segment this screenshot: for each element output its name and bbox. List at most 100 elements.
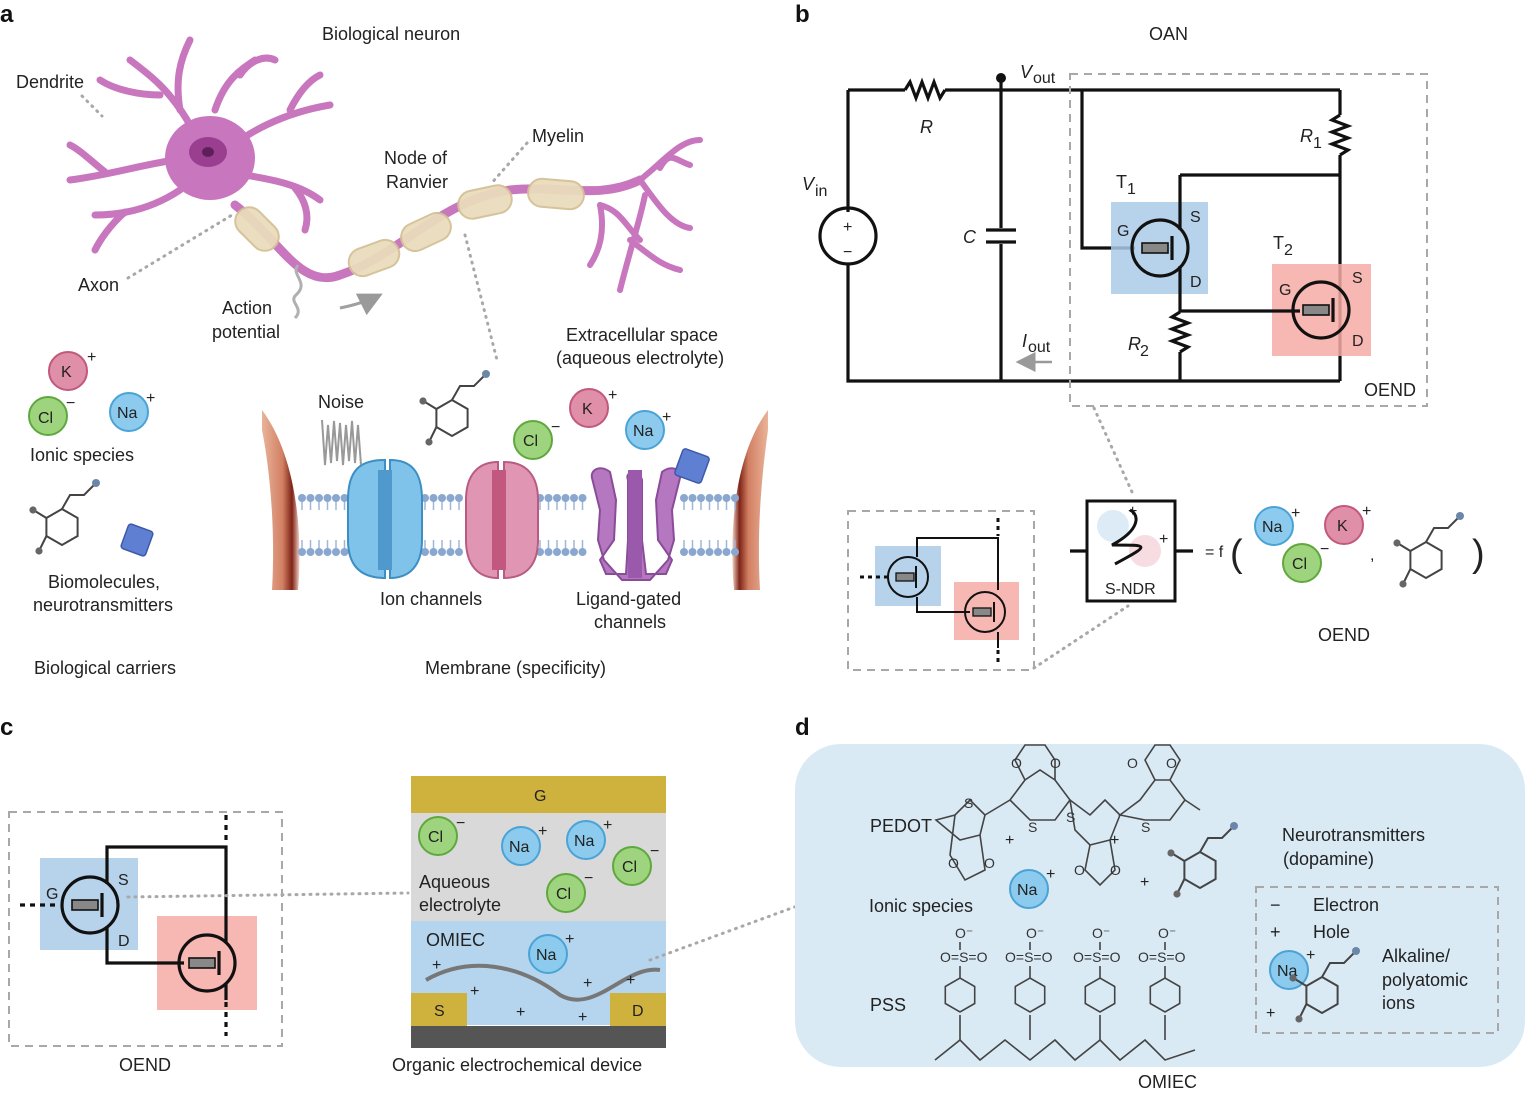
pss-structure	[934, 942, 1196, 1062]
device-label: Organic electrochemical device	[392, 1055, 642, 1075]
ion-cl-circle	[546, 873, 586, 913]
ion-na-circle	[566, 820, 606, 860]
ion-na-circle	[528, 934, 568, 974]
lipid-head	[680, 494, 688, 502]
pss-benzene-ring	[1084, 977, 1116, 1013]
lipid-head	[298, 494, 306, 502]
action-potential-line2: potential	[212, 322, 280, 342]
drain-label: D	[632, 1003, 644, 1020]
lipid-head	[697, 548, 705, 556]
pss-sulfonate: O=S=O	[1073, 949, 1121, 965]
dopamine-plus: +	[1140, 874, 1149, 891]
lipid-head	[298, 548, 306, 556]
ion-na-charge: +	[1306, 947, 1315, 964]
ion-na-charge: +	[565, 931, 574, 948]
hole-marker: +	[583, 975, 592, 992]
lipid-head	[553, 494, 561, 502]
oecd-cross-section: + + + + + + Cl− Na+ Na+ Cl− Cl− Na+	[411, 776, 666, 1048]
ion-cl-circle	[513, 420, 553, 460]
ion-k-circle	[1324, 505, 1364, 545]
lipid-head	[570, 494, 578, 502]
ion-k-charge: +	[87, 349, 96, 366]
pss-benzene-ring	[1014, 977, 1046, 1013]
r2-label: R	[1128, 334, 1141, 354]
lipid-head	[455, 494, 463, 502]
t1-gate: G	[1117, 223, 1129, 240]
ion-na-text: Na	[574, 833, 595, 850]
panel-letter-b: b	[795, 1, 810, 28]
capacitor-c	[986, 228, 1016, 244]
lipid-head	[714, 548, 722, 556]
pss-label: PSS	[870, 995, 906, 1015]
sndr-block: + +	[1070, 499, 1193, 603]
ion-cl-text: Cl	[1292, 556, 1307, 573]
ion-na-membrane: Na +	[625, 409, 671, 450]
biomolecules-line2: neurotransmitters	[33, 595, 173, 615]
ligand-gated-line2: channels	[594, 612, 666, 632]
oan-title: OAN	[1149, 24, 1188, 44]
ion-na-text: Na	[1017, 882, 1038, 899]
t2-subscript: 2	[1284, 242, 1293, 259]
pss-o-minus: O⁻	[1158, 925, 1176, 941]
legend-electron-label: Electron	[1313, 895, 1379, 915]
oend-bottom-label: OEND	[1318, 625, 1370, 645]
oend-inset-c	[8, 811, 283, 1047]
aqueous-line2: electrolyte	[419, 895, 501, 915]
ion-cl-text: Cl	[556, 886, 571, 903]
ion-cl-c3: Cl−	[546, 870, 593, 913]
ion-na-charge: +	[662, 409, 671, 426]
lipid-head	[323, 494, 332, 502]
iout-subscript: out	[1028, 339, 1051, 356]
neurotransmitters-line1: Neurotransmitters	[1282, 825, 1425, 845]
lipid-head	[731, 548, 739, 556]
lipid-head	[421, 548, 429, 556]
pss-o-minus: O⁻	[1092, 925, 1110, 941]
ion-k-text: K	[61, 364, 72, 381]
pss-benzene-ring	[1149, 977, 1181, 1013]
omiec-background	[795, 744, 1525, 1067]
oan-circuit: + −	[818, 73, 1428, 407]
lipid-head	[553, 548, 561, 556]
extracellular-line1: Extracellular space	[566, 325, 718, 345]
ion-k-a: K +	[48, 349, 96, 391]
ion-na-text: Na	[509, 839, 530, 856]
ion-k-text: K	[1337, 518, 1348, 535]
ion-cl-charge: −	[66, 395, 75, 412]
legend-hole-symbol: +	[1270, 922, 1281, 942]
lipid-head	[578, 548, 587, 556]
t1-label: T	[1116, 172, 1127, 192]
panel-c: G S D OEND + + + + + + Cl− Na+ Na+ Cl	[8, 776, 802, 1075]
noise-label: Noise	[318, 392, 364, 412]
membrane-illustration: Noise Cl − K + Na +	[262, 369, 768, 590]
hole-marker: +	[432, 957, 441, 974]
ion-cl-eq: Cl −	[1282, 541, 1329, 583]
legend-alkaline-line2: polyatomic	[1382, 970, 1468, 990]
ion-channel-blue	[347, 458, 423, 580]
ion-k-circle	[569, 388, 609, 428]
dopamine-molecule-membrane	[418, 369, 491, 447]
ligand-gated-channel	[590, 467, 682, 581]
ion-na-charge: +	[603, 817, 612, 834]
ion-na-text: Na	[536, 947, 557, 964]
lipid-head	[332, 548, 340, 556]
biological-carriers-label: Biological carriers	[34, 658, 176, 678]
lipid-head	[705, 494, 714, 502]
ion-na-circle	[501, 826, 541, 866]
vsource-plus: +	[843, 219, 852, 236]
vout-subscript: out	[1033, 70, 1056, 87]
vsource-minus: −	[843, 244, 852, 261]
legend-electron-symbol: −	[1270, 895, 1281, 915]
lipid-head	[332, 494, 340, 502]
pedot-o-atom: O	[1166, 755, 1177, 771]
panel-letter-c: c	[0, 714, 13, 741]
ion-cl-circle	[612, 846, 652, 886]
lipid-head	[578, 494, 587, 502]
legend-dopamine-plus: +	[1266, 1005, 1275, 1022]
ion-cl-text: Cl	[38, 410, 53, 427]
ion-na-legend: Na+	[1269, 947, 1315, 990]
gate-label: G	[534, 788, 546, 805]
pss-o-minus: O⁻	[1026, 925, 1044, 941]
ion-k-charge: +	[1362, 503, 1371, 520]
resistor-r	[903, 77, 947, 103]
